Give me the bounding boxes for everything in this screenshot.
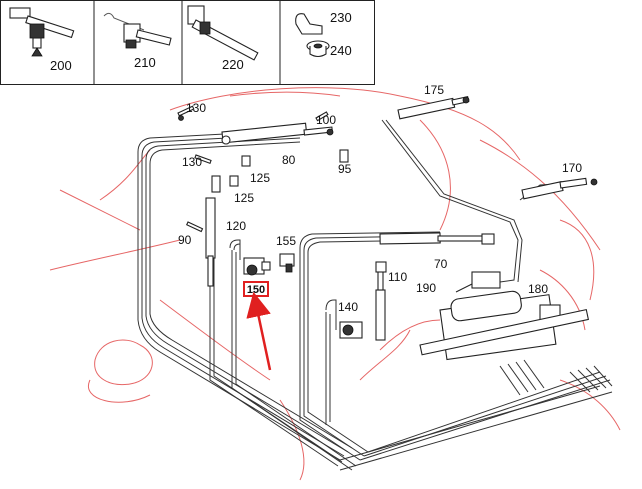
- callout-180: 180: [528, 282, 548, 296]
- callout-155: 155: [276, 234, 296, 248]
- callout-120: 120: [226, 219, 246, 233]
- callout-80: 80: [282, 153, 296, 167]
- valve-155: [279, 253, 295, 273]
- relay-180: [455, 271, 501, 293]
- highlighted-part-150[interactable]: 150: [243, 281, 269, 297]
- legend-label-220: 220: [222, 57, 244, 72]
- callout-190: 190: [416, 281, 436, 295]
- small-parts: [177, 105, 349, 233]
- strut-175: [397, 96, 470, 120]
- callout-140: 140: [338, 300, 358, 314]
- valve-140: [339, 321, 363, 339]
- strut-110: [375, 261, 387, 341]
- strut-170: [521, 177, 598, 200]
- air-line-bundle: [137, 119, 613, 471]
- callout-70: 70: [434, 257, 448, 271]
- callouts: 175 130 100 130 80 125 125 95 170 120 90…: [178, 83, 582, 314]
- retainer-clip-icon: [295, 13, 323, 35]
- strut-80: [221, 122, 334, 145]
- valve-150: [243, 257, 271, 276]
- legend-label-240: 240: [330, 43, 352, 58]
- callout-95: 95: [338, 162, 352, 176]
- legend-label-210: 210: [134, 55, 156, 70]
- callout-90: 90: [178, 233, 192, 247]
- cable-strap-icon: [187, 5, 259, 61]
- callout-170: 170: [562, 161, 582, 175]
- callout-100: 100: [316, 113, 336, 127]
- callout-130: 130: [182, 155, 202, 169]
- callout-110: 110: [388, 270, 407, 284]
- legend-panel: 200 210 220 230 240: [0, 0, 375, 85]
- callout-125-a: 125: [250, 171, 270, 185]
- callout-175: 175: [424, 83, 444, 97]
- callout-130-top: 130: [186, 101, 206, 115]
- strut-70: [379, 232, 495, 245]
- vehicle-outline: [49, 87, 621, 481]
- cable-tie-clip-icon: [9, 7, 75, 57]
- highlight-arrow: [246, 291, 272, 371]
- legend-label-230: 230: [330, 10, 352, 25]
- cable-holder-icon: [103, 12, 172, 49]
- grommet-icon: [306, 40, 330, 58]
- legend-label-200: 200: [50, 58, 72, 73]
- compressor-unit: [419, 290, 590, 361]
- highlight-label: 150: [247, 284, 265, 296]
- callout-125-b: 125: [234, 191, 254, 205]
- strut-120: [205, 175, 221, 287]
